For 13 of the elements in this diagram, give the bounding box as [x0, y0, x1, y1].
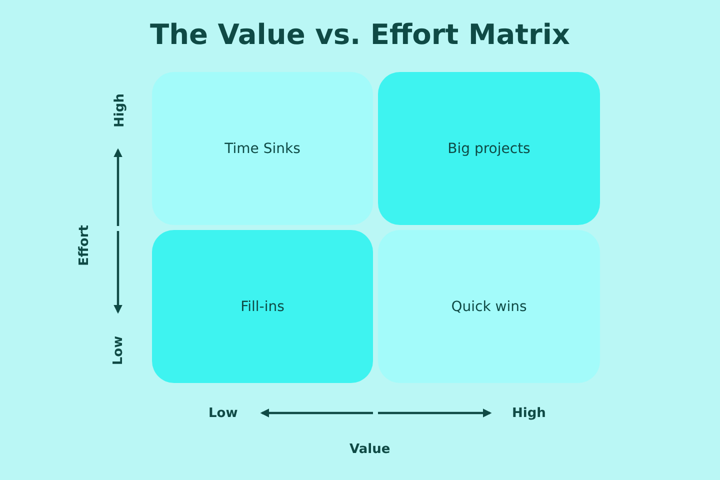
quadrant-box — [152, 230, 373, 383]
axis-title: Value — [350, 442, 390, 456]
axis-label: High — [112, 93, 128, 127]
axis-label: Low — [110, 335, 126, 365]
quadrant-label: Big projects — [448, 140, 530, 156]
quadrant-label: Fill-ins — [240, 298, 284, 314]
axis-title: Effort — [76, 224, 92, 266]
axis-label: Low — [208, 406, 238, 420]
quadrant-label: Time Sinks — [224, 140, 300, 156]
title: The Value vs. Effort Matrix — [149, 18, 571, 51]
quadrant-box — [378, 72, 600, 225]
axis-label: High — [512, 406, 546, 420]
quadrant-label: Quick wins — [451, 298, 527, 314]
